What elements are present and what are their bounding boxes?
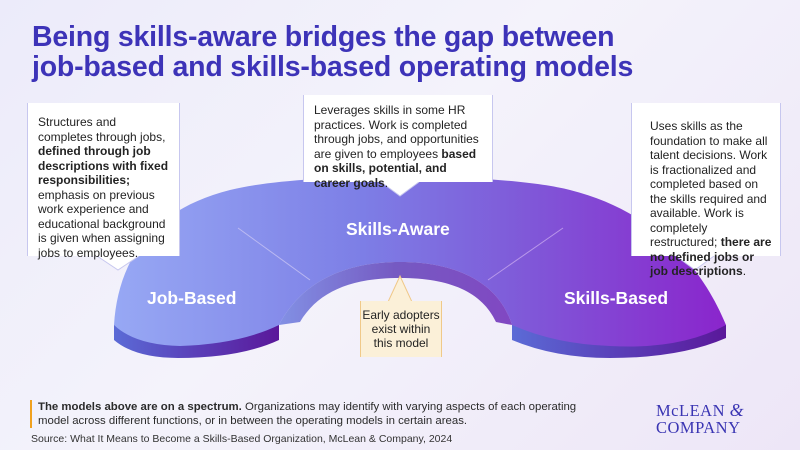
spectrum-note-bold: The models above are on a spectrum.	[38, 401, 242, 413]
callout-pointer-left	[97, 256, 139, 270]
logo-line-1: McLEAN	[656, 401, 725, 420]
page-title: Being skills-aware bridges the gap betwe…	[32, 22, 732, 82]
arch-divider-left	[237, 227, 311, 281]
callout-pointer-mid	[381, 182, 419, 196]
arch-inner-side	[279, 262, 512, 325]
company-logo: McLEAN & COMPANY	[656, 400, 780, 437]
title-line-2: job-based and skills-based operating mod…	[32, 51, 634, 83]
stage-label-skills-aware: Skills-Aware	[346, 219, 450, 239]
callout-skills-based-bold: there are no defined jobs or job descrip…	[650, 235, 772, 278]
callout-job-based-text-1: Structures and completes through jobs,	[38, 115, 166, 144]
arch-surface	[114, 176, 726, 347]
stage-label-job-based: Job-Based	[147, 288, 237, 308]
callout-job-based-bold: defined through job descriptions with fi…	[38, 144, 169, 187]
stage-label-skills-based: Skills-Based	[564, 288, 669, 308]
logo-ampersand: &	[729, 400, 745, 420]
callout-skills-based-text-1: Uses skills as the foundation to make al…	[650, 119, 768, 249]
callout-pointer-adopters-edge	[387, 274, 413, 303]
arch-divider-right	[487, 227, 564, 281]
logo-line-2: COMPANY	[656, 418, 741, 437]
callout-skills-based-text-2: .	[742, 264, 747, 278]
callout-skills-based: Uses skills as the foundation to make al…	[631, 103, 781, 278]
title-line-1: Being skills-aware bridges the gap betwe…	[32, 21, 615, 53]
callout-early-adopters: Early adopters exist within this model	[360, 301, 442, 357]
callout-pointer-left-edge	[96, 255, 140, 271]
callout-job-based-text-2: emphasis on previous work experience and…	[38, 187, 166, 260]
callout-pointer-mid-edge	[380, 181, 420, 197]
callout-skills-aware-text-1: Leverages skills in some HR practices. W…	[314, 103, 479, 161]
callout-pointer-adopters	[388, 276, 412, 302]
callout-skills-aware-bold: based on skills, potential, and career g…	[314, 146, 477, 190]
callout-skills-aware: Leverages skills in some HR practices. W…	[303, 95, 493, 190]
callout-pointer-right	[676, 256, 714, 270]
spectrum-note-text: Organizations may identify with varying …	[38, 401, 577, 427]
spectrum-note: The models above are on a spectrum. Orga…	[30, 400, 598, 428]
callout-job-based: Structures and completes through jobs, d…	[27, 103, 180, 260]
callout-pointer-right-edge	[675, 255, 715, 271]
source-citation: Source: What It Means to Become a Skills…	[31, 433, 453, 445]
callout-skills-aware-text-2: .	[384, 175, 389, 190]
